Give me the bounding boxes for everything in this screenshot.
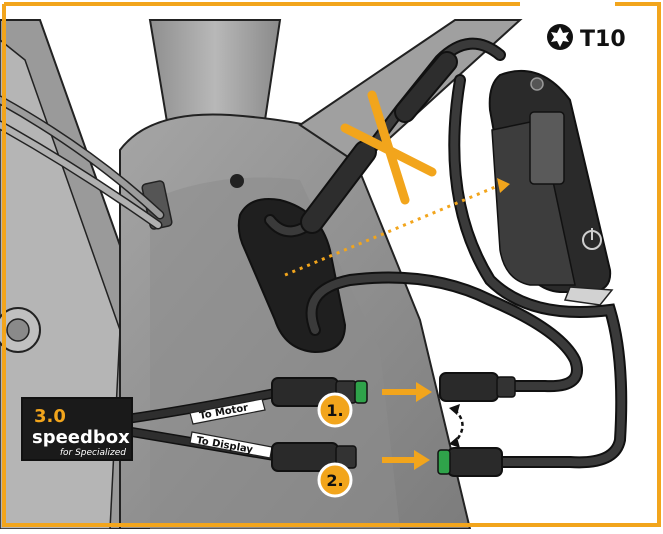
display-cable [305,74,628,469]
bike-frame [0,19,523,530]
power-icon [582,228,602,250]
svg-text:1.: 1. [326,401,343,420]
step-one-badge: 1. [317,392,353,428]
torx-star-icon [547,24,573,50]
right-connectors [437,372,516,477]
green-connector-right [437,449,451,475]
svg-text:T10: T10 [580,27,626,52]
speedbox-module: 3.0 speedbox for Specialized [21,397,133,461]
original-cable [264,37,506,238]
svg-text:3.0: 3.0 [34,406,66,427]
svg-text:speedbox: speedbox [32,427,130,448]
display-screw [530,77,544,91]
diagram-border [2,2,661,527]
brake-cables [0,95,165,230]
tool-indicator: T10 [538,20,650,52]
swap-arrow [449,404,464,448]
bike-display [488,69,614,306]
green-connector-left [354,380,368,404]
leader-arrow-head [497,178,510,193]
svg-text:2.: 2. [326,471,343,490]
display-screen [529,111,565,185]
connect-arrows [382,382,432,470]
svg-text:for Specialized: for Specialized [60,448,126,458]
port-leader-line [284,183,501,277]
step-two-badge: 2. [317,462,353,498]
remove-x-icon [340,90,437,205]
